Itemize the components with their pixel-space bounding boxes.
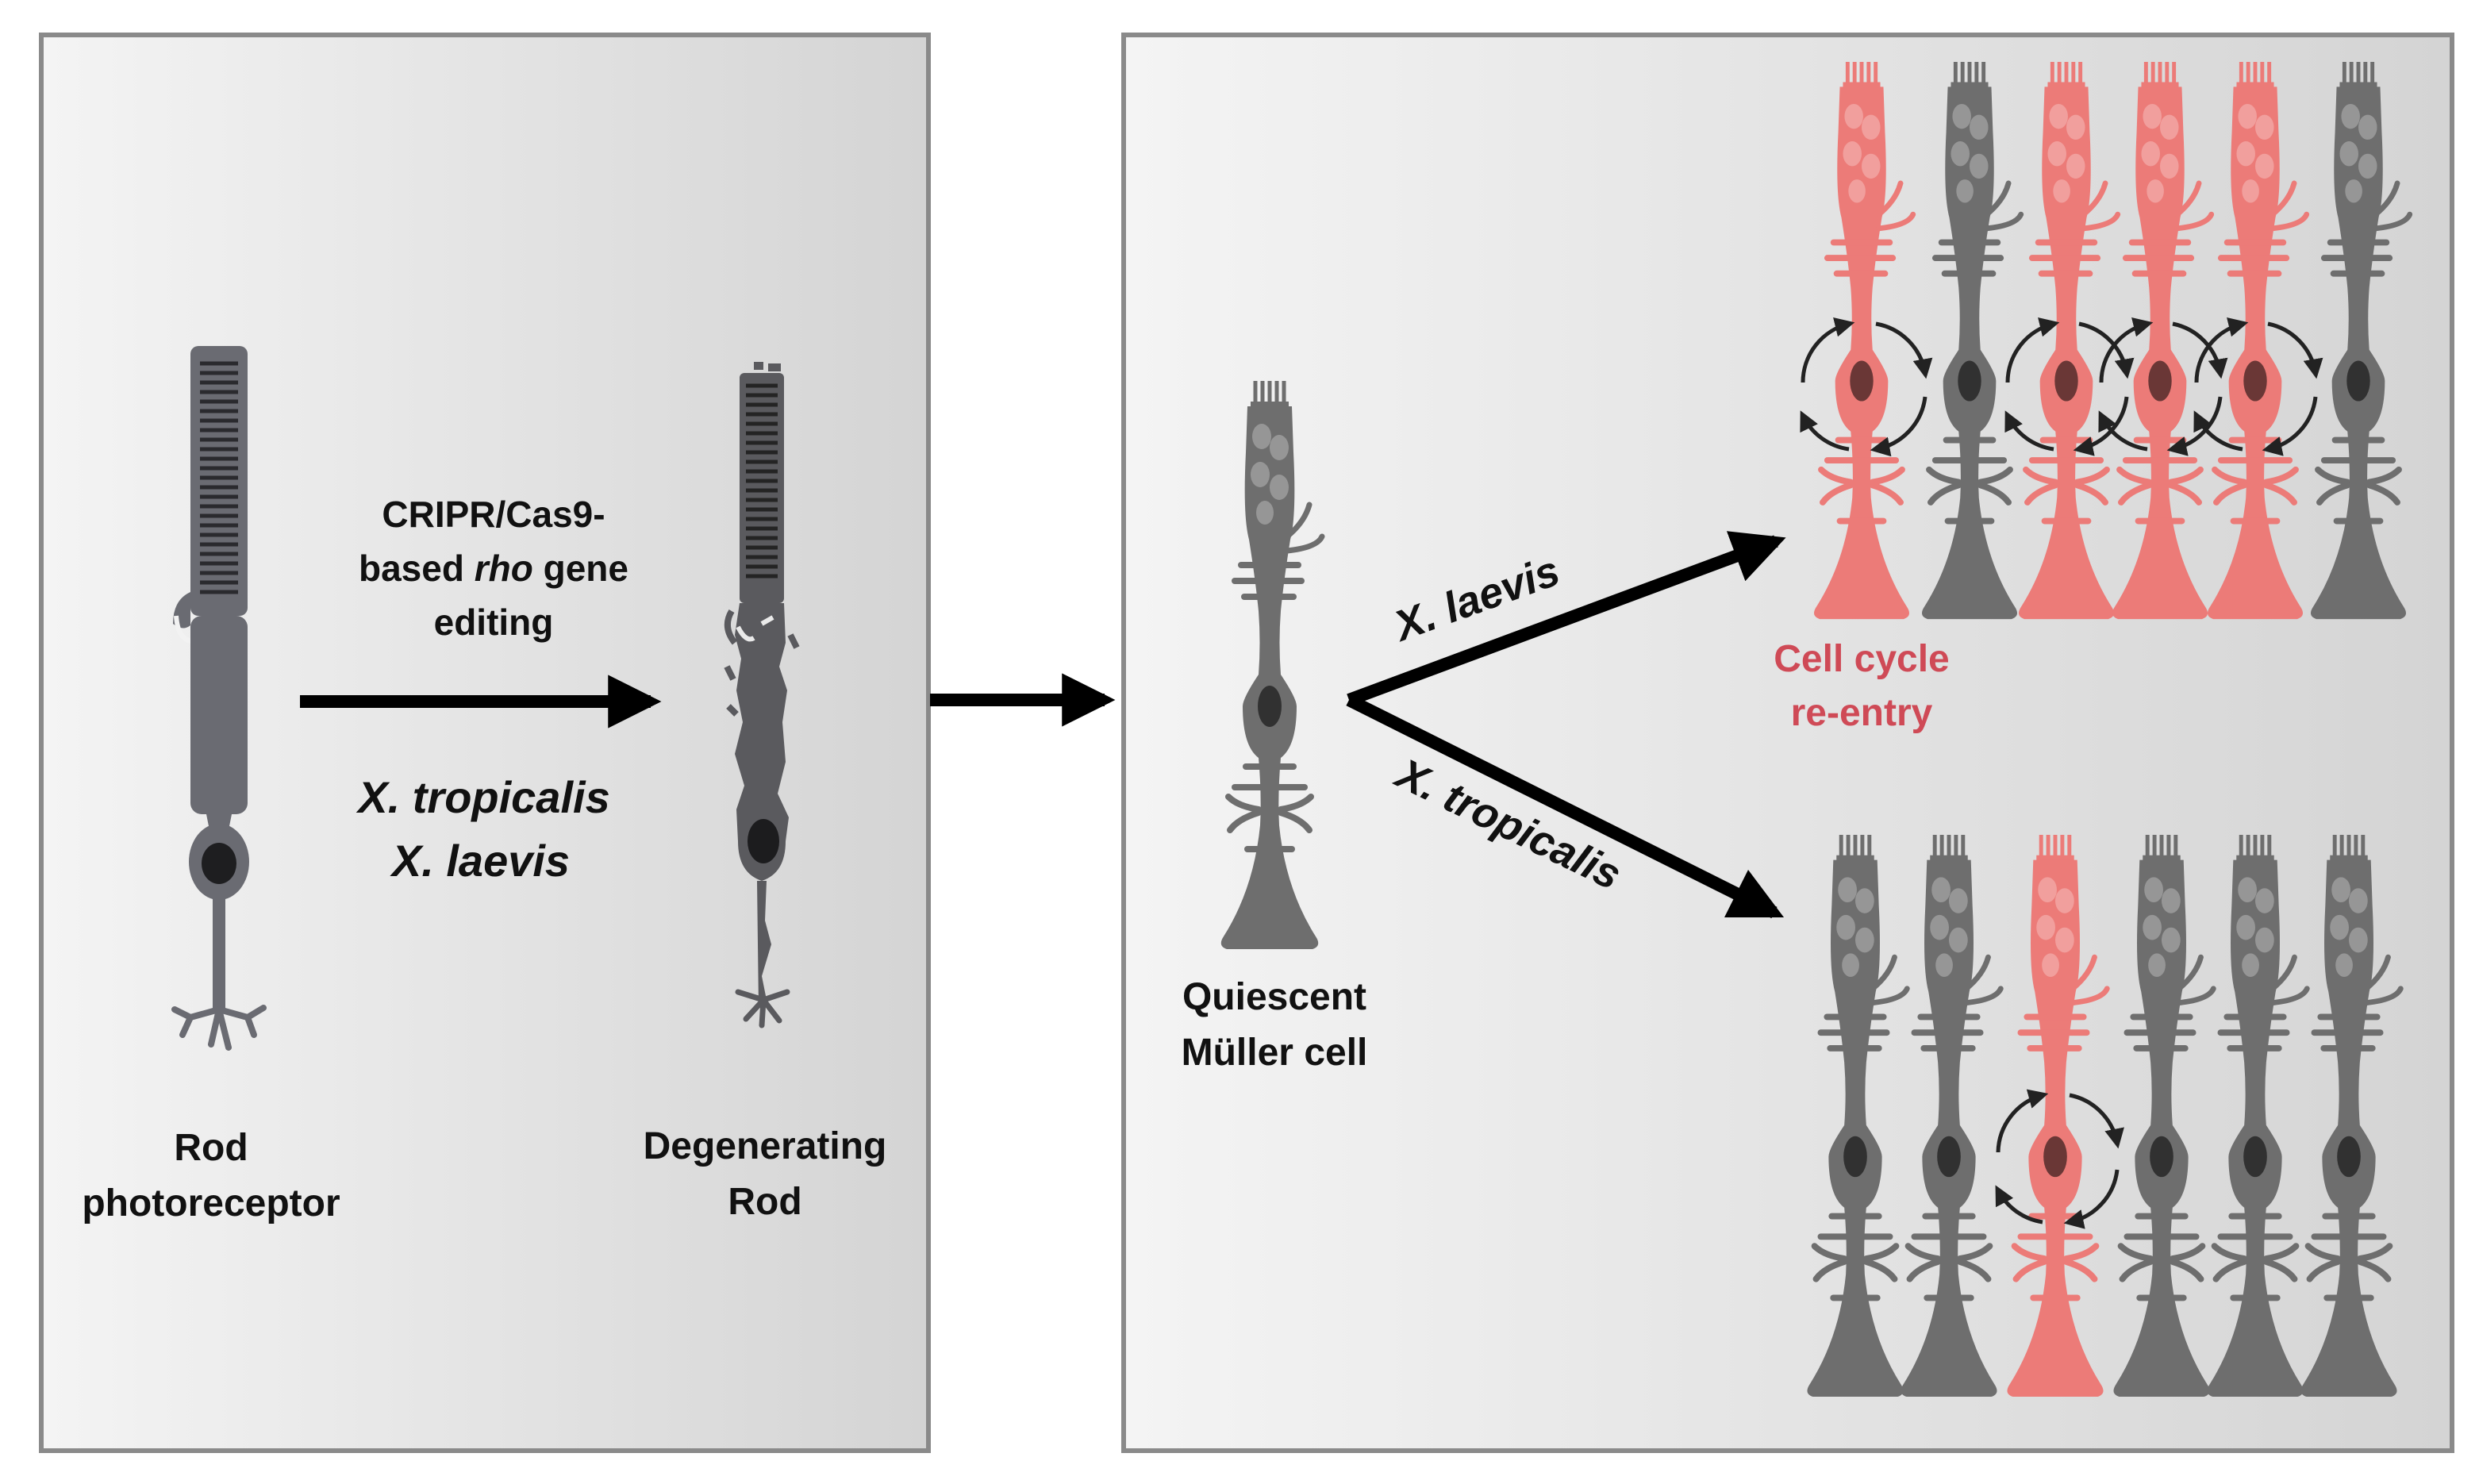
left-panel-frame bbox=[39, 33, 931, 1453]
cell-cycle-arrows-laevis bbox=[1800, 317, 2323, 457]
method-label-line2: based rho gene bbox=[359, 548, 628, 589]
gene-name-rho: rho bbox=[475, 548, 533, 589]
species-label-tropicalis: X. tropicalis bbox=[356, 772, 609, 822]
muller-label-line2: Müller cell bbox=[1182, 1032, 1368, 1074]
degenerating-label-line1: Degenerating bbox=[644, 1125, 887, 1167]
laevis-branch-arrow bbox=[1347, 531, 1786, 706]
muller-label-line1: Quiescent bbox=[1182, 976, 1366, 1018]
method-label-line1: CRIPR/Cas9- bbox=[382, 494, 605, 535]
species-label-laevis: X. laevis bbox=[390, 836, 570, 886]
degenerating-rod-illustration bbox=[724, 362, 800, 1028]
rod-label-line2: photoreceptor bbox=[82, 1182, 340, 1224]
cell-cycle-arrows-tropicalis bbox=[1995, 1089, 2124, 1229]
method-label-line3: editing bbox=[434, 602, 554, 643]
right-panel: Quiescent Müller cell X. laevis X. tropi… bbox=[1121, 33, 2454, 1453]
degenerating-label-line2: Rod bbox=[728, 1181, 801, 1223]
left-panel: CRIPR/Cas9- based rho gene editing X. tr… bbox=[39, 33, 931, 1453]
reentry-label-line2: re-entry bbox=[1791, 692, 1933, 734]
reentry-label-line1: Cell cycle bbox=[1774, 638, 1949, 680]
tropicalis-branch-arrow bbox=[1346, 694, 1785, 919]
rod-label-line1: Rod bbox=[174, 1127, 248, 1169]
